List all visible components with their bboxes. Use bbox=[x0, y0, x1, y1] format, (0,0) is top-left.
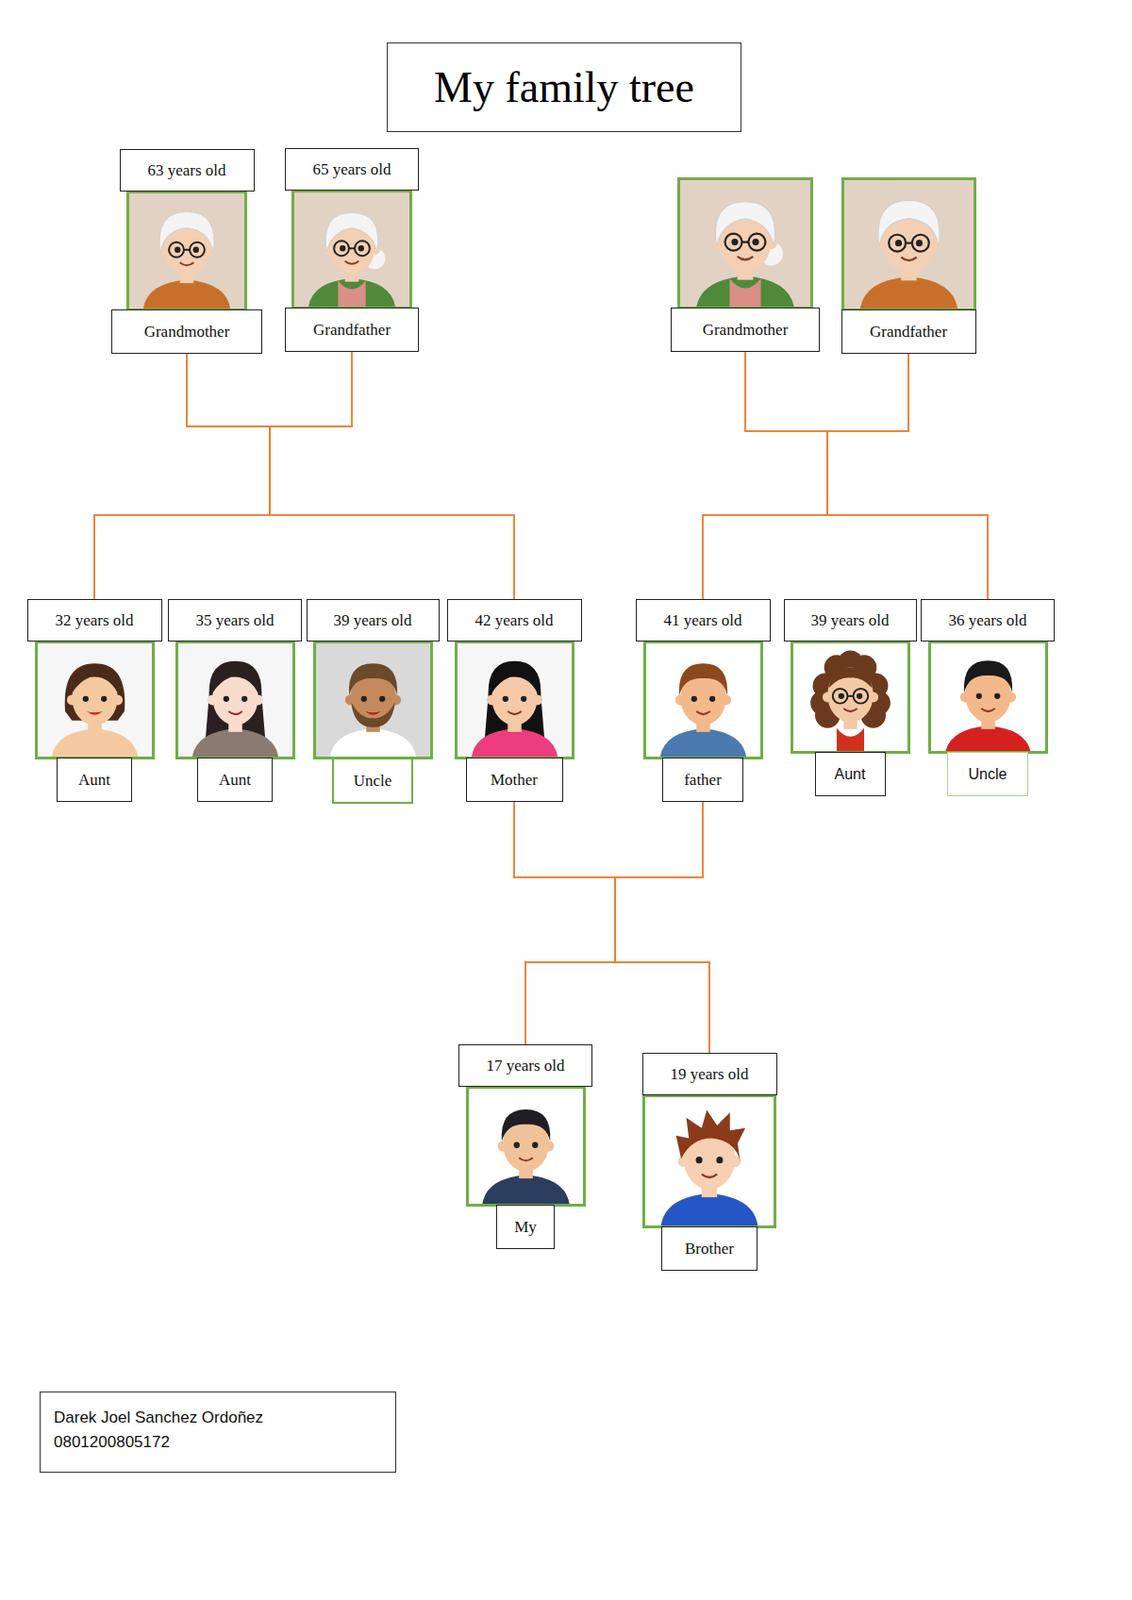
family-connector bbox=[514, 801, 616, 1045]
family-connector bbox=[745, 351, 988, 600]
role-label: Grandmother bbox=[111, 309, 263, 354]
role-label: My bbox=[496, 1204, 555, 1249]
person-card: 42 years oldMother bbox=[447, 599, 583, 802]
title-box: My family tree bbox=[386, 42, 742, 133]
role-label: Aunt bbox=[56, 757, 133, 802]
role-label: Grandfather bbox=[284, 307, 419, 352]
portrait-frame bbox=[642, 1094, 777, 1229]
family-connector bbox=[269, 351, 515, 600]
person-card: 65 years oldGrandfather bbox=[284, 148, 419, 352]
person-card: 32 years oldAunt bbox=[27, 599, 163, 802]
family-connector bbox=[827, 353, 988, 600]
person-card: 63 years oldGrandmother bbox=[111, 149, 263, 354]
portrait-frame bbox=[677, 177, 814, 310]
age-label: 39 years old bbox=[306, 599, 440, 642]
role-label: Aunt bbox=[815, 751, 886, 797]
family-connector bbox=[186, 353, 515, 600]
avatar-illustration bbox=[37, 643, 152, 757]
age-label: 42 years old bbox=[447, 599, 583, 642]
title-text: My family tree bbox=[433, 62, 695, 113]
age-label: 19 years old bbox=[642, 1052, 778, 1096]
age-label: 32 years old bbox=[27, 599, 163, 642]
avatar-illustration bbox=[316, 643, 431, 757]
family-connector bbox=[525, 801, 703, 1045]
age-label: 65 years old bbox=[284, 148, 419, 191]
age-label: 17 years old bbox=[458, 1044, 593, 1087]
age-label: 63 years old bbox=[119, 149, 255, 192]
role-label: Uncle bbox=[947, 751, 1029, 797]
family-connector bbox=[615, 801, 710, 1053]
avatar-illustration bbox=[645, 1097, 774, 1226]
portrait-frame bbox=[928, 640, 1049, 754]
avatar-illustration bbox=[793, 643, 908, 751]
person-card: 17 years oldMy bbox=[458, 1044, 593, 1249]
student-info: Darek Joel Sanchez Ordoñez bbox=[53, 1405, 264, 1431]
family-connector bbox=[94, 353, 270, 600]
portrait-frame bbox=[126, 190, 248, 312]
family-connector bbox=[702, 353, 909, 600]
portrait-frame bbox=[454, 640, 575, 760]
avatar-illustration bbox=[457, 643, 572, 757]
portrait-frame bbox=[175, 640, 296, 760]
role-label: father bbox=[662, 757, 744, 802]
person-card: 19 years oldBrother bbox=[642, 1052, 778, 1271]
role-label: Brother bbox=[661, 1226, 758, 1271]
age-label: 39 years old bbox=[783, 599, 917, 642]
person-card: Grandmother bbox=[670, 177, 820, 352]
family-connector bbox=[514, 801, 710, 1053]
role-label: Aunt bbox=[197, 757, 273, 802]
portrait-frame bbox=[790, 640, 911, 754]
person-card: 39 years oldUncle bbox=[306, 599, 440, 804]
avatar-illustration bbox=[468, 1088, 583, 1204]
family-connector bbox=[94, 351, 352, 600]
person-card: Grandfather bbox=[841, 177, 977, 354]
student-info: 0801200805172 bbox=[53, 1430, 170, 1455]
role-label: Uncle bbox=[332, 757, 414, 804]
info-box: Darek Joel Sanchez Ordoñez0801200805172 bbox=[39, 1391, 397, 1473]
person-card: 41 years old father bbox=[635, 599, 771, 802]
portrait-frame bbox=[313, 640, 433, 760]
avatar-illustration bbox=[844, 180, 974, 309]
avatar-illustration bbox=[931, 643, 1046, 751]
avatar-illustration bbox=[178, 643, 293, 757]
person-card: 35 years oldAunt bbox=[167, 599, 302, 802]
portrait-frame bbox=[34, 640, 155, 760]
avatar-illustration bbox=[129, 193, 245, 309]
person-card: 39 years oldAunt bbox=[783, 599, 917, 797]
family-connector bbox=[702, 351, 828, 600]
portrait-frame bbox=[643, 640, 764, 760]
role-label: Mother bbox=[466, 757, 564, 802]
portrait-frame bbox=[291, 189, 413, 310]
portrait-frame bbox=[466, 1085, 586, 1207]
portrait-frame bbox=[841, 177, 977, 312]
avatar-illustration bbox=[680, 180, 811, 307]
role-label: Grandmother bbox=[670, 307, 820, 352]
age-label: 35 years old bbox=[167, 599, 302, 642]
avatar-illustration bbox=[294, 192, 410, 307]
person-card: 36 years oldUncle bbox=[920, 599, 1055, 797]
age-label: 36 years old bbox=[920, 599, 1055, 642]
age-label: 41 years old bbox=[635, 599, 771, 642]
avatar-illustration bbox=[646, 643, 761, 757]
role-label: Grandfather bbox=[841, 309, 977, 354]
